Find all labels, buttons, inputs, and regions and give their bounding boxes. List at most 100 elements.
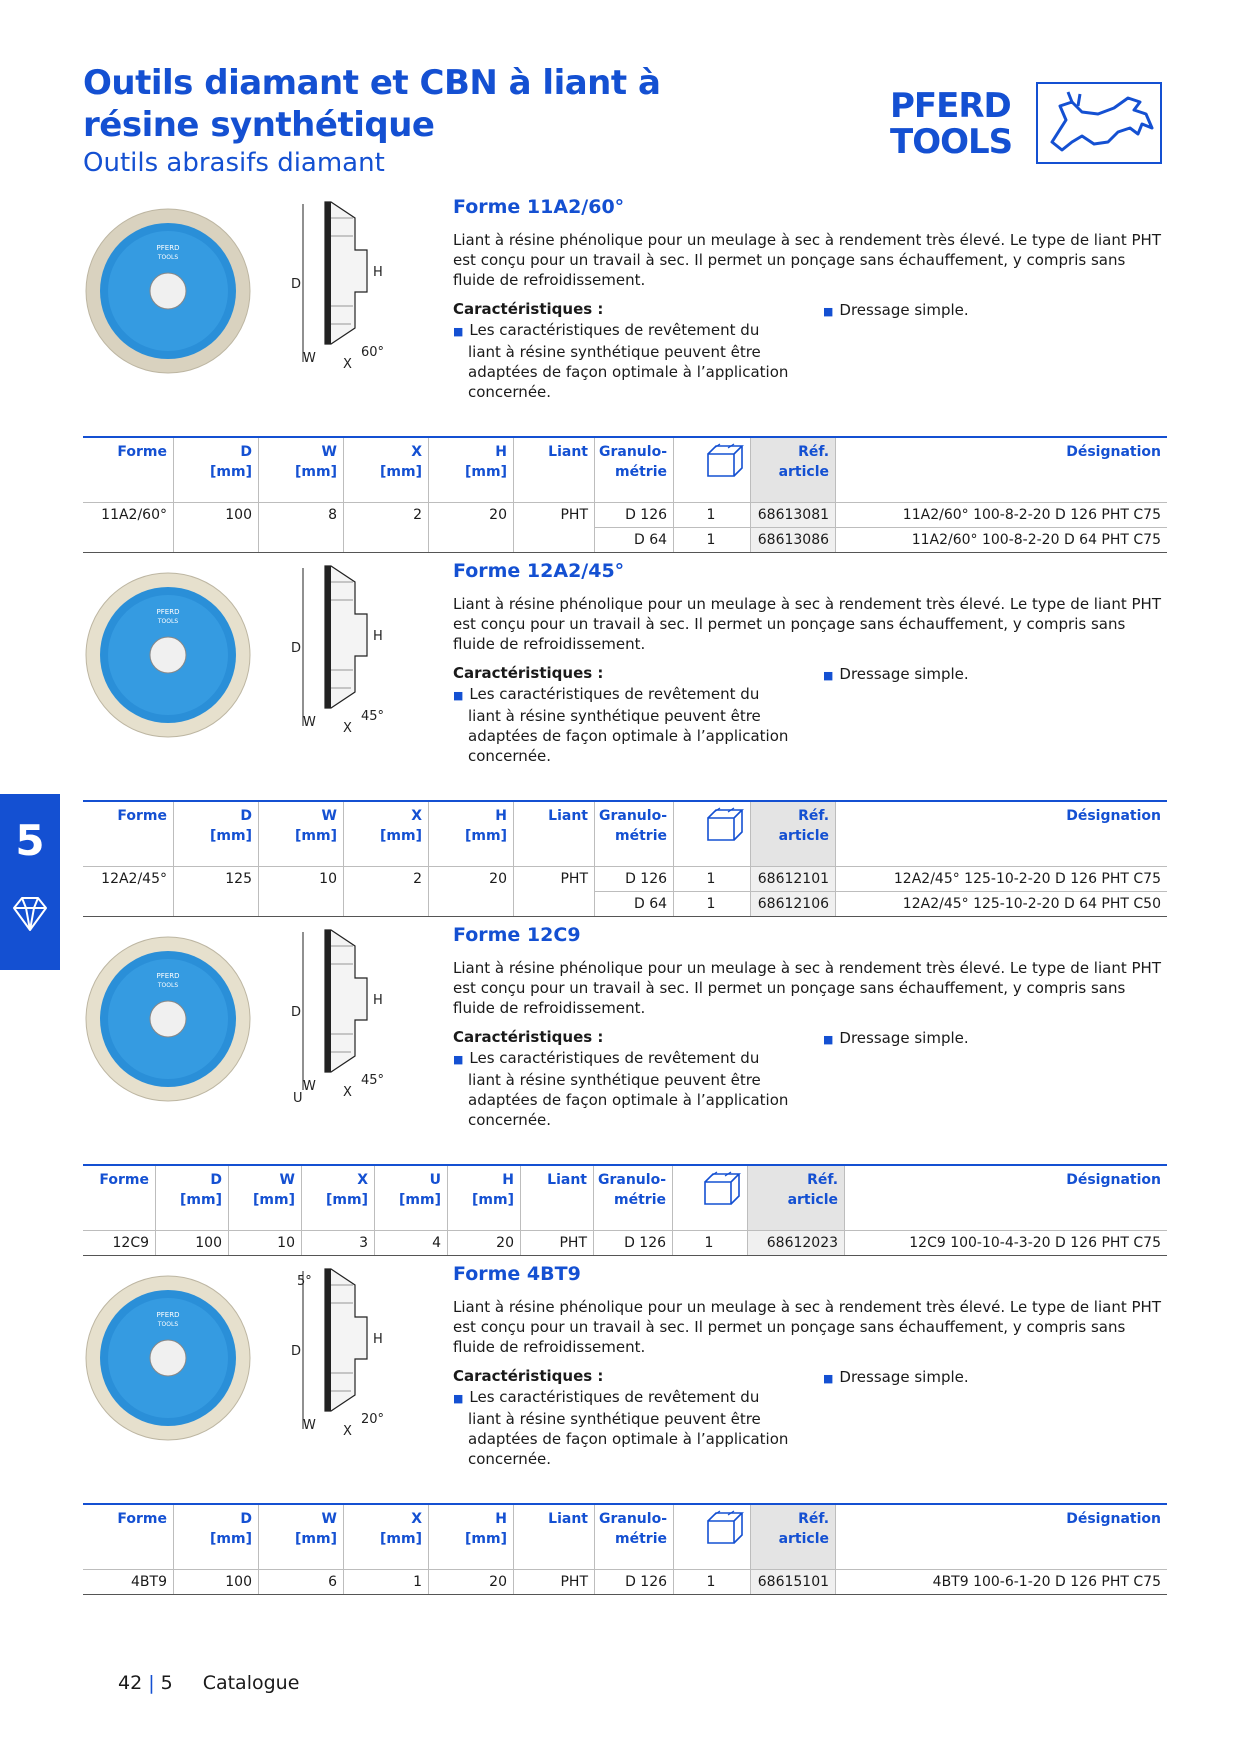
- cell-ref: 68615101: [750, 1569, 837, 1595]
- cell-x: 1: [343, 1569, 429, 1595]
- cell-d: 100: [155, 1230, 229, 1256]
- cell-designation: 11A2/60° 100-8-2-20 D 64 PHT C75: [835, 527, 1167, 553]
- dim-x-label: X: [343, 357, 352, 372]
- cell-h: [428, 527, 514, 553]
- dim-w-label: W: [303, 1418, 316, 1433]
- features-title: Caractéristiques :: [453, 300, 604, 318]
- cell-forme: 12A2/45°: [83, 866, 174, 892]
- col-h: H[mm]: [428, 1503, 514, 1570]
- cell-granulo: D 126: [593, 1230, 674, 1256]
- cell-w: [258, 527, 344, 553]
- col-ref: Réf.article: [747, 1164, 846, 1231]
- col-pack: [673, 436, 752, 503]
- dim-w-label: W: [303, 351, 316, 366]
- cell-designation: 11A2/60° 100-8-2-20 D 126 PHT C75: [835, 502, 1167, 528]
- cell-pack: 1: [673, 866, 752, 892]
- bullet-icon: ■: [823, 669, 834, 682]
- cell-w: [258, 891, 344, 917]
- cell-forme: 11A2/60°: [83, 502, 174, 528]
- cell-forme: 12C9: [83, 1230, 156, 1256]
- bullet-icon: ■: [453, 1053, 464, 1066]
- col-granulo: Granulo-métrie: [594, 436, 675, 503]
- features-right: ■Dressage simple.: [823, 1029, 969, 1047]
- cell-x: [343, 527, 429, 553]
- cell-granulo: D 64: [594, 891, 675, 917]
- box-icon: [704, 1171, 741, 1205]
- col-h: H[mm]: [428, 436, 514, 503]
- col-w: W[mm]: [258, 436, 344, 503]
- angle-label: 45°: [361, 709, 384, 724]
- col-liant: Liant: [520, 1164, 594, 1231]
- wheel-label-2: TOOLS: [157, 982, 178, 989]
- cell-granulo: D 126: [594, 1569, 675, 1595]
- angle-label: 45°: [361, 1073, 384, 1088]
- features-list: ■Les caractéristiques de revêtement du l…: [453, 321, 789, 401]
- col-forme: Forme: [83, 800, 174, 867]
- dim-h-label: H: [373, 993, 383, 1008]
- cell-w: 10: [228, 1230, 302, 1256]
- cell-d: [173, 527, 259, 553]
- col-granulo: Granulo-métrie: [594, 1503, 675, 1570]
- cell-designation: 12A2/45° 125-10-2-20 D 64 PHT C50: [835, 891, 1167, 917]
- cell-d: 100: [173, 502, 259, 528]
- features-title: Caractéristiques :: [453, 1367, 604, 1385]
- cell-designation: 12A2/45° 125-10-2-20 D 126 PHT C75: [835, 866, 1167, 892]
- col-d: D[mm]: [173, 800, 259, 867]
- features-title: Caractéristiques :: [453, 1028, 604, 1046]
- features-right: ■Dressage simple.: [823, 1368, 969, 1386]
- col-h: H[mm]: [447, 1164, 521, 1231]
- col-liant: Liant: [513, 436, 595, 503]
- cell-pack: 1: [672, 1230, 749, 1256]
- dim-h-label: H: [373, 629, 383, 644]
- col-forme: Forme: [83, 1503, 174, 1570]
- angle-label: 60°: [361, 345, 384, 360]
- col-pack: [673, 1503, 752, 1570]
- product-image: PFERD TOOLS: [85, 572, 251, 738]
- wheel-label-2: TOOLS: [157, 618, 178, 625]
- wheel-label: PFERD: [157, 608, 180, 616]
- cell-w: 10: [258, 866, 344, 892]
- cell-h: 20: [428, 1569, 514, 1595]
- cell-d: [173, 891, 259, 917]
- features-title: Caractéristiques :: [453, 664, 604, 682]
- bullet-icon: ■: [823, 1033, 834, 1046]
- cell-ref: 68613086: [750, 527, 837, 553]
- cell-x: 2: [343, 866, 429, 892]
- bullet-icon: ■: [823, 1372, 834, 1385]
- cell-x: [343, 891, 429, 917]
- horse-logo-icon: [1036, 82, 1162, 164]
- col-d: D[mm]: [155, 1164, 229, 1231]
- cell-ref: 68612106: [750, 891, 837, 917]
- section-title: Forme 12A2/45°: [453, 560, 625, 582]
- cell-granulo: D 126: [594, 866, 675, 892]
- col-liant: Liant: [513, 1503, 595, 1570]
- cell-h: 20: [428, 502, 514, 528]
- cell-designation: 4BT9 100-6-1-20 D 126 PHT C75: [835, 1569, 1167, 1595]
- diamond-icon: [10, 894, 50, 938]
- col-pack: [673, 800, 752, 867]
- footer-chapter: 5: [160, 1672, 173, 1694]
- cell-pack: 1: [673, 891, 752, 917]
- cell-x: 3: [301, 1230, 375, 1256]
- cell-ref: 68612101: [750, 866, 837, 892]
- cell-pack: 1: [673, 527, 752, 553]
- bullet-icon: ■: [453, 325, 464, 338]
- cell-h: 20: [447, 1230, 521, 1256]
- col-x: X[mm]: [343, 1503, 429, 1570]
- section-description: Liant à résine phénolique pour un meulag…: [453, 959, 1161, 1017]
- dim-w-label: W: [303, 1079, 316, 1094]
- chapter-number: 5: [15, 816, 45, 865]
- col-ref: Réf.article: [750, 800, 837, 867]
- col-granulo: Granulo-métrie: [594, 800, 675, 867]
- box-icon: [707, 1510, 744, 1544]
